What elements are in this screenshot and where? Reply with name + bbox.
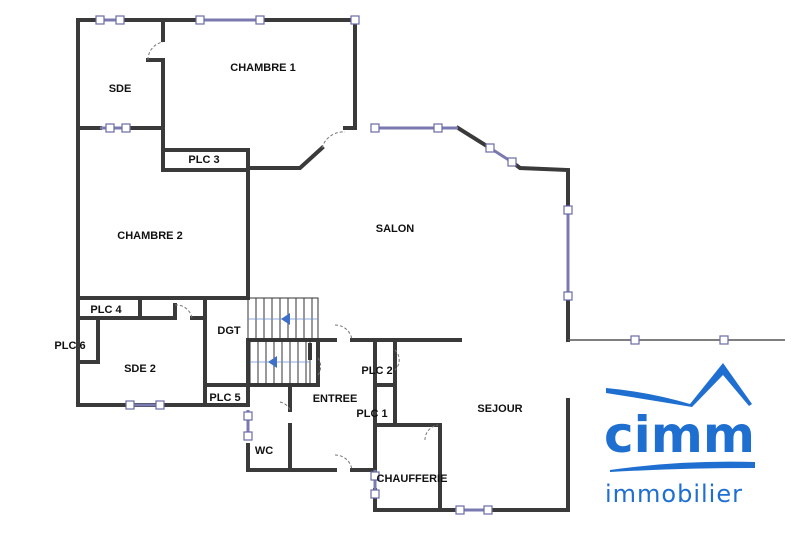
label-sde-2: SDE 2	[124, 363, 156, 375]
windows	[95, 15, 729, 515]
label-plc-5: PLC 5	[209, 392, 240, 404]
cimm-logo: cimm immobilier	[590, 345, 800, 538]
doors	[147, 41, 439, 471]
label-plc-3: PLC 3	[188, 154, 219, 166]
label-entree: ENTREE	[313, 393, 358, 405]
staircase	[247, 297, 319, 386]
label-salon: SALON	[376, 223, 415, 235]
underline-swoosh-icon	[610, 461, 755, 472]
label-wc: WC	[255, 445, 273, 457]
stair-arrow-icon	[268, 356, 277, 368]
label-dgt: DGT	[217, 325, 241, 337]
label-plc-6: PLC 6	[54, 340, 85, 352]
label-sejour: SEJOUR	[477, 403, 522, 415]
label-plc-2: PLC 2	[361, 365, 392, 377]
label-chambre-1: CHAMBRE 1	[230, 62, 295, 74]
label-chaufferie: CHAUFFERIE	[377, 473, 448, 485]
label-sde: SDE	[109, 83, 132, 95]
stair-arrow-icon	[281, 313, 290, 325]
roof-swoosh-icon	[606, 363, 752, 407]
walls	[76, 18, 785, 512]
label-chambre-2: CHAMBRE 2	[117, 230, 182, 242]
label-plc-4: PLC 4	[90, 304, 122, 316]
label-plc-1: PLC 1	[356, 408, 387, 420]
logo-tagline: immobilier	[605, 480, 743, 508]
logo-brand: cimm	[604, 406, 755, 464]
room-labels: CHAMBRE 1 SDE PLC 3 CHAMBRE 2 SALON PLC …	[54, 62, 522, 485]
